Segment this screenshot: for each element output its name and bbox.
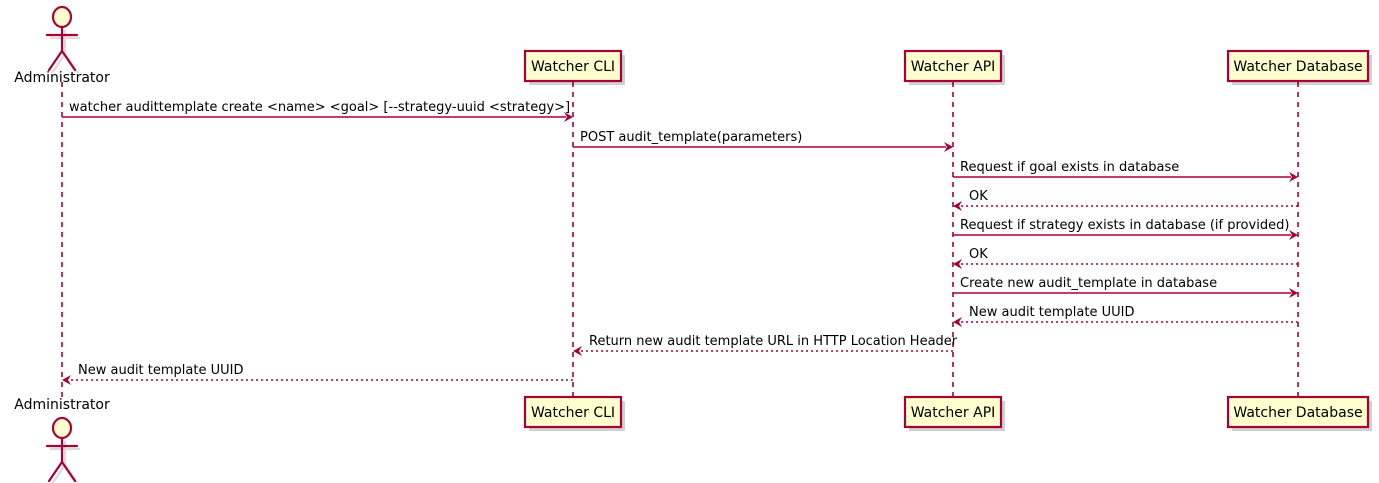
participant-label-database-bottom: Watcher Database: [1233, 405, 1362, 421]
message-8: Return new audit template URL in HTTP Lo…: [573, 334, 958, 356]
message-2: Request if goal exists in database: [953, 160, 1298, 182]
actor-leg-left: [47, 49, 64, 72]
actor-label-admin-bottom: Administrator: [14, 397, 110, 413]
message-6: Create new audit_template in database: [953, 276, 1298, 298]
actor-head-icon: [51, 5, 73, 29]
message-label-2: Request if goal exists in database: [960, 160, 1179, 175]
actor-leg-right: [60, 49, 77, 72]
message-1: POST audit_template(parameters): [573, 130, 953, 152]
participant-box-cli-top[interactable]: [523, 49, 623, 83]
message-7: New audit template UUID: [953, 305, 1298, 327]
message-4: Request if strategy exists in database (…: [953, 218, 1298, 240]
participant-box-api-bottom[interactable]: [903, 395, 1003, 429]
participant-label-api-top: Watcher API: [911, 59, 996, 75]
participant-box-api-top[interactable]: [903, 49, 1003, 83]
actor-leg-left: [47, 460, 64, 483]
message-label-3: OK: [969, 189, 988, 204]
actor-admin-bottom[interactable]: [45, 416, 80, 483]
message-label-9: New audit template UUID: [78, 363, 243, 378]
message-label-7: New audit template UUID: [969, 305, 1134, 320]
message-label-8: Return new audit template URL in HTTP Lo…: [589, 334, 958, 349]
participant-label-cli-top: Watcher CLI: [531, 59, 615, 75]
message-label-6: Create new audit_template in database: [960, 276, 1217, 291]
message-arrowhead-3: [953, 201, 962, 211]
message-arrowhead-7: [953, 317, 962, 327]
message-label-4: Request if strategy exists in database (…: [960, 218, 1289, 233]
actor-label-admin-top: Administrator: [14, 70, 110, 86]
actor-shadow: [50, 30, 80, 74]
message-arrowhead-4: [1289, 230, 1298, 240]
participant-label-database-top: Watcher Database: [1233, 59, 1362, 75]
actor-head-icon: [51, 416, 73, 440]
actor-admin-top[interactable]: [45, 5, 80, 74]
participant-label-cli-bottom: Watcher CLI: [531, 405, 615, 421]
message-label-5: OK: [969, 247, 988, 262]
message-5: OK: [953, 247, 1298, 269]
message-arrowhead-9: [62, 375, 71, 385]
participant-box-database-bottom[interactable]: [1226, 395, 1370, 429]
participant-label-api-bottom: Watcher API: [911, 405, 996, 421]
message-9: New audit template UUID: [62, 363, 573, 385]
message-arrowhead-6: [1289, 288, 1298, 298]
message-arrowhead-2: [1289, 172, 1298, 182]
message-arrowhead-1: [944, 142, 953, 152]
message-arrowhead-8: [573, 346, 582, 356]
message-3: OK: [953, 189, 1298, 211]
message-0: watcher audittemplate create <name> <goa…: [62, 100, 573, 122]
message-label-1: POST audit_template(parameters): [580, 130, 802, 145]
participant-box-database-top[interactable]: [1226, 49, 1370, 83]
message-label-0: watcher audittemplate create <name> <goa…: [69, 100, 570, 115]
actor-shadow: [50, 441, 80, 483]
actor-leg-right: [60, 460, 77, 483]
message-arrowhead-0: [564, 112, 573, 122]
message-arrowhead-5: [953, 259, 962, 269]
participant-box-cli-bottom[interactable]: [523, 395, 623, 429]
